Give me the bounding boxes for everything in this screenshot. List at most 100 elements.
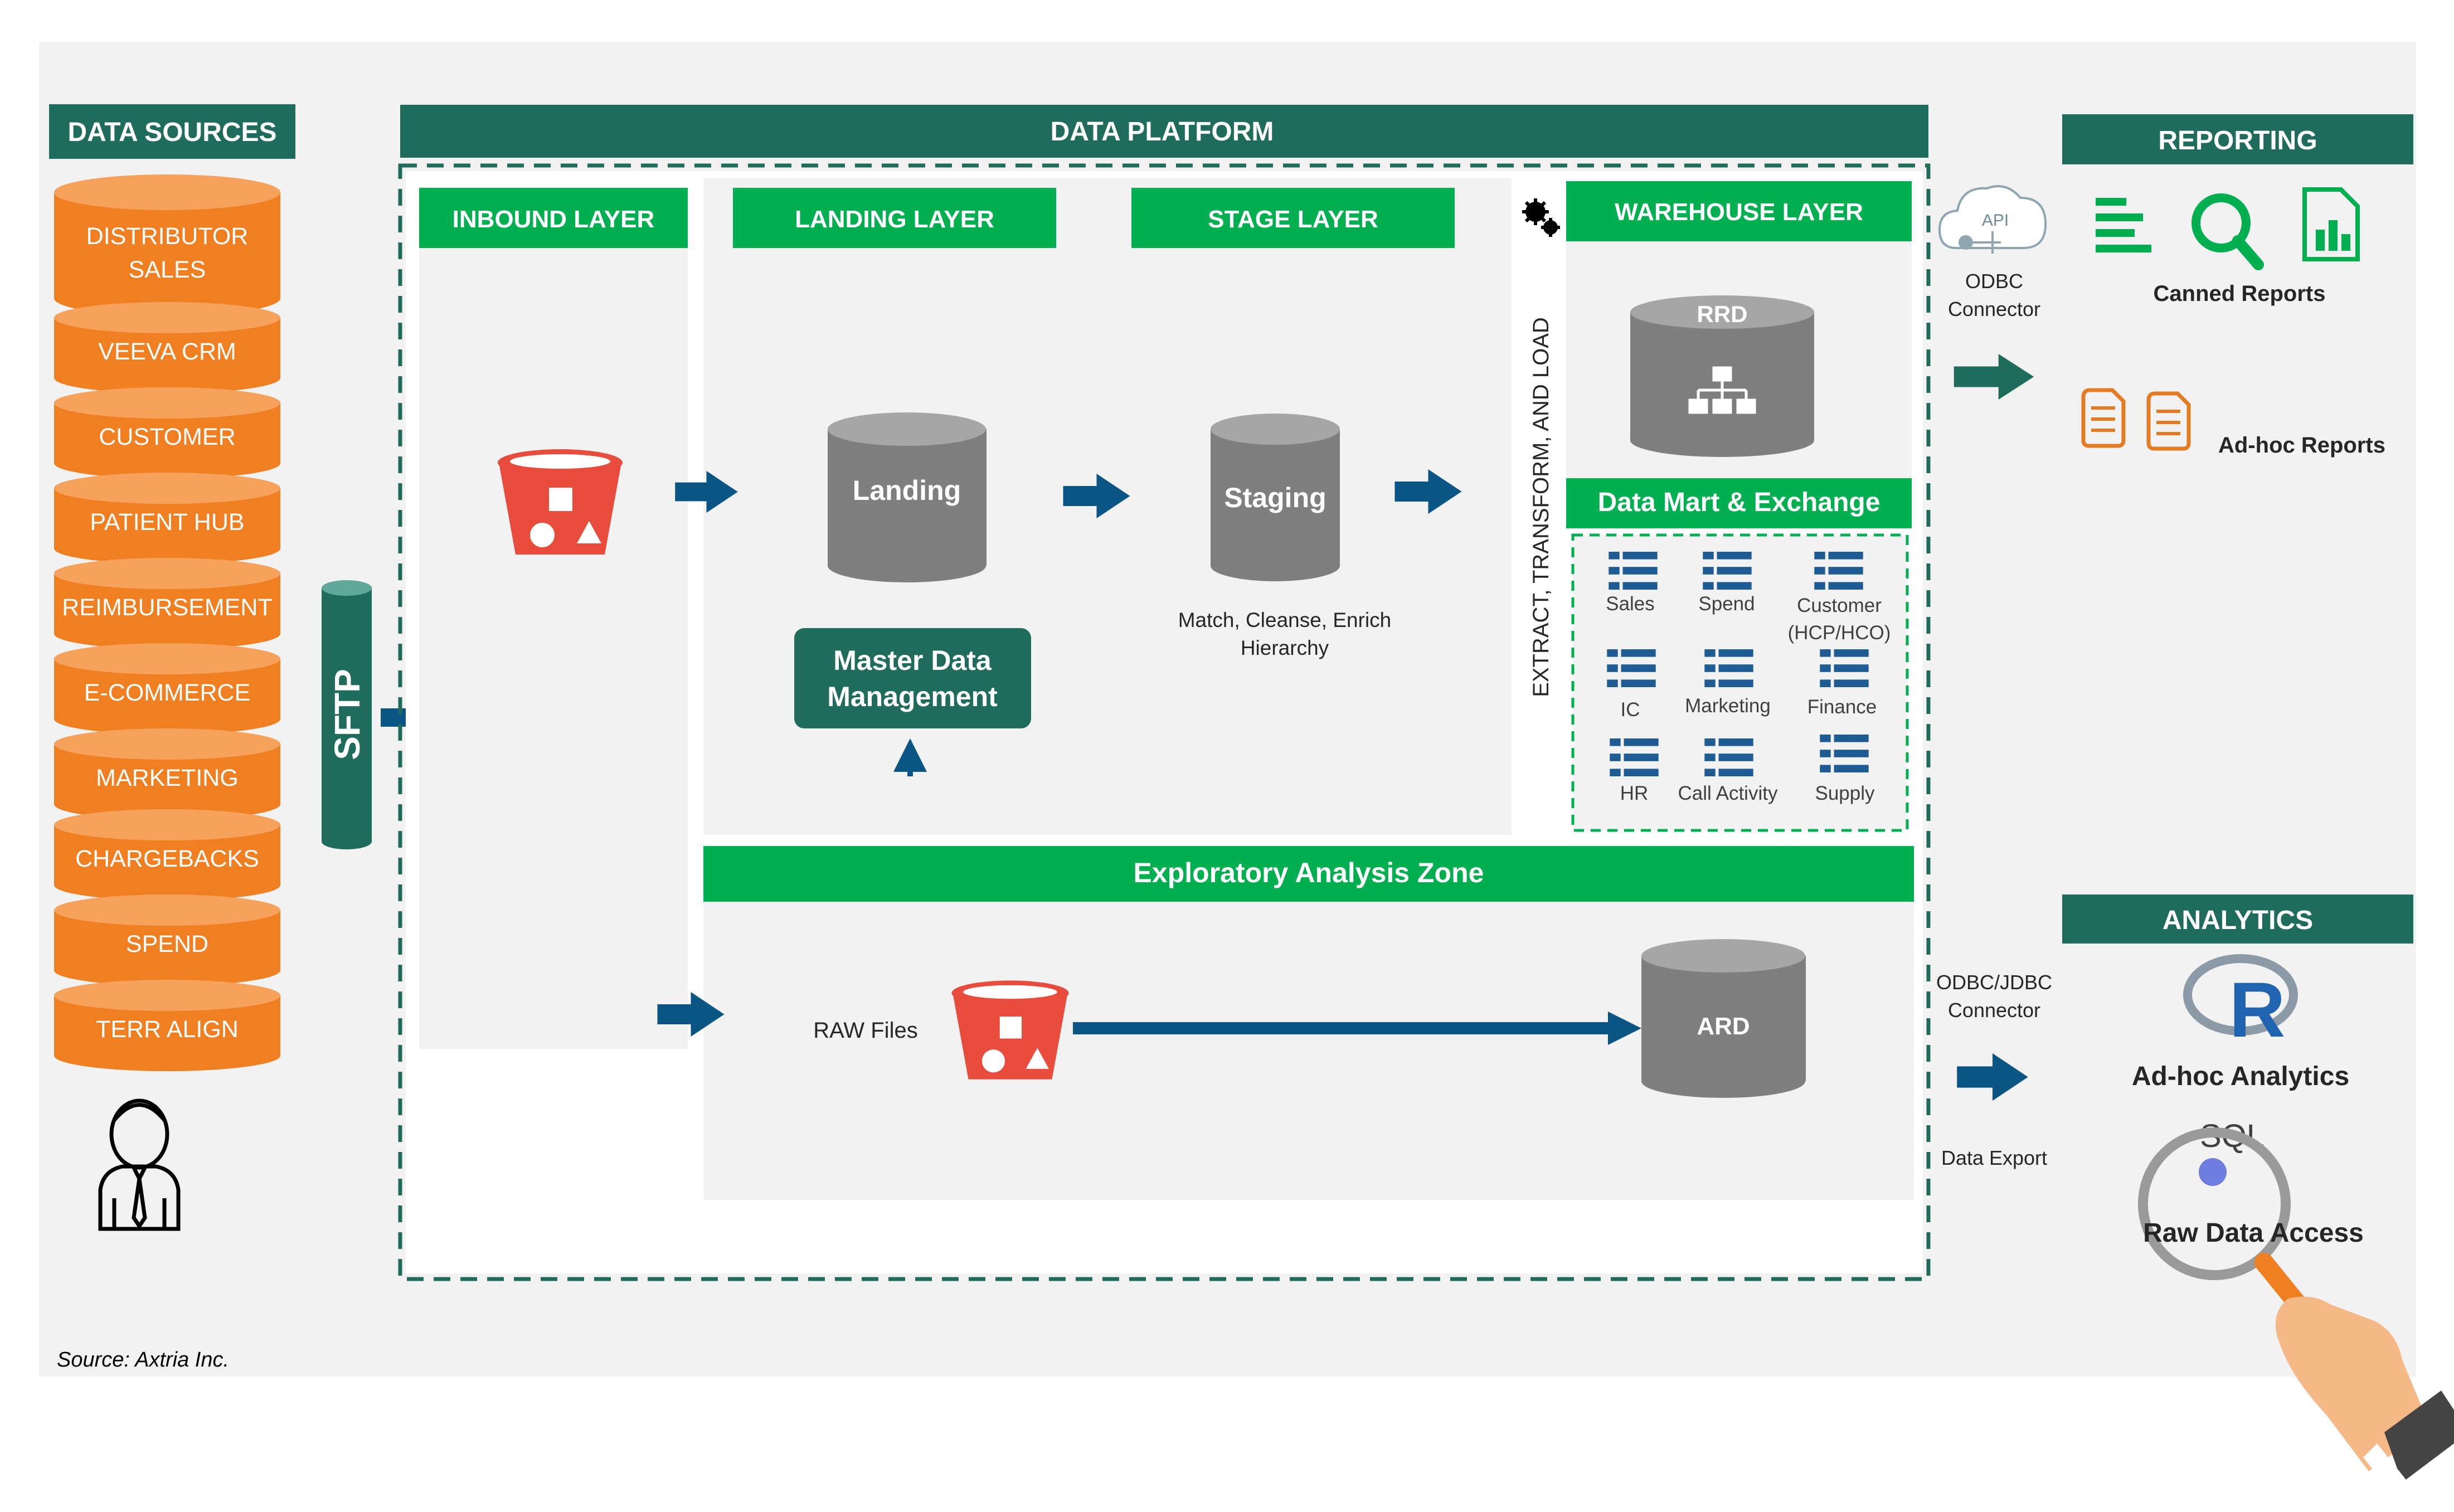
source-label: CHARGEBACKS [75, 845, 259, 872]
stage-layer-header [1131, 188, 1455, 248]
landing-label: Landing [853, 475, 961, 506]
staging-cylinder: Staging [1211, 414, 1340, 581]
stage-caption-line2: Hierarchy [1241, 636, 1329, 659]
ic-grid-icon [1607, 649, 1656, 687]
staging-label: Staging [1224, 482, 1326, 513]
ard-label: ARD [1697, 1013, 1750, 1040]
inbound-layer-title: INBOUND LAYER [453, 206, 655, 233]
source-veeva-crm: VEEVA CRM [54, 302, 280, 393]
report-document-icon-1 [2081, 388, 2126, 448]
source-note: Source: Axtria Inc. [57, 1348, 229, 1372]
svg-text:R: R [2229, 966, 2285, 1053]
source-label: MARKETING [96, 765, 239, 791]
sftp-label: SFTP [327, 669, 367, 760]
reporting-title: REPORTING [2158, 126, 2317, 155]
api-cloud-icon: API [1938, 185, 2047, 254]
datamart-item-finance: Finance [1807, 696, 1877, 718]
customer-grid-icon [1814, 552, 1863, 590]
etl-strip [1512, 178, 1562, 835]
landing-cylinder: Landing [828, 412, 987, 582]
landing-layer-header [733, 188, 1056, 248]
source-distributor-sales: DISTRIBUTOR SALES [54, 174, 280, 316]
bar-chart-document-icon [2302, 187, 2360, 261]
datamart-item-call-activity: Call Activity [1678, 782, 1778, 804]
landing-layer-title: LANDING LAYER [795, 206, 994, 233]
search-icon [2191, 193, 2264, 270]
source-label: CUSTOMER [99, 424, 235, 450]
data-sources-header [49, 104, 295, 159]
source-label: DISTRIBUTOR [86, 223, 249, 250]
source-label: PATIENT HUB [90, 509, 244, 536]
data-platform-boundary [398, 163, 1931, 1281]
warehouse-layer-header [1566, 181, 1912, 241]
adhoc-reports-label: Ad-hoc Reports [2218, 433, 2385, 458]
source-reimbursement: REIMBURSEMENT [54, 558, 280, 649]
data-mart-header [1566, 478, 1912, 528]
odbc-jdbc-label-line2: Connector [1948, 999, 2040, 1022]
sftp-pillar: SFTP [322, 580, 372, 849]
data-mart-title: Data Mart & Exchange [1598, 488, 1880, 517]
mdm-label-line2: Management [827, 681, 998, 712]
data-export-label: Data Export [1941, 1146, 2047, 1169]
raw-files-label: RAW Files [813, 1018, 917, 1043]
r-logo-icon: R [2183, 954, 2298, 1053]
finance-grid-icon [1820, 649, 1869, 687]
warehouse-layer-title: WAREHOUSE LAYER [1615, 198, 1863, 226]
analytics-title: ANALYTICS [2163, 906, 2313, 935]
hr-grid-icon [1610, 738, 1659, 776]
report-document-icon-2 [2146, 391, 2191, 451]
source-e-commerce: E-COMMERCE [54, 643, 280, 735]
source-spend: SPEND [54, 894, 280, 986]
call-activity-grid-icon [1704, 738, 1753, 776]
hierarchy-icon [1688, 366, 1756, 414]
datamart-item-hr: HR [1620, 782, 1649, 804]
ard-cylinder: ARD [1641, 939, 1806, 1098]
source-label: E-COMMERCE [84, 679, 251, 706]
datamart-item-sales: Sales [1606, 593, 1655, 615]
data-platform-header [400, 105, 1928, 158]
hand-holding-magnifier-icon [2254, 1253, 2454, 1499]
source-chargebacks: CHARGEBACKS [54, 809, 280, 901]
datamart-item-ic: IC [1621, 699, 1640, 721]
odbc-label-line1: ODBC [1965, 270, 2023, 293]
etl-label: EXTRACT, TRANSFORM, AND LOAD [1529, 317, 1553, 697]
raw-data-access-label: Raw Data Access [2143, 1218, 2364, 1248]
adhoc-analytics-label: Ad-hoc Analytics [2132, 1062, 2349, 1091]
rrd-label: RRD [1697, 301, 1748, 327]
supply-grid-icon [1820, 735, 1869, 772]
odbc-label-line2: Connector [1948, 298, 2040, 320]
arrow-raw-to-ard-head [1608, 1012, 1641, 1045]
source-label: SPEND [126, 931, 208, 957]
inbound-layer-header [419, 188, 688, 248]
analytics-header [2062, 894, 2413, 944]
stage-layer-title: STAGE LAYER [1208, 206, 1378, 233]
datamart-item-spend: Spend [1698, 593, 1755, 615]
master-data-management-box [794, 628, 1031, 728]
sql-magnifier-icon: SQL [2138, 1118, 2291, 1280]
inbound-bucket-icon [498, 449, 623, 555]
api-label: API [1982, 211, 2009, 230]
source-label: SALES [129, 256, 206, 283]
datamart-item-customer-line1: Customer [1797, 595, 1882, 616]
source-marketing: MARKETING [54, 728, 280, 820]
mdm-label-line1: Master Data [833, 645, 992, 676]
footer-strip [39, 1343, 2416, 1377]
gears-icon [1522, 198, 1560, 237]
raw-files-bucket-icon [951, 980, 1069, 1080]
business-person-icon [98, 1098, 181, 1231]
canned-reports-label: Canned Reports [2154, 281, 2326, 306]
rrd-cylinder: RRD [1630, 295, 1814, 457]
datamart-item-marketing: Marketing [1685, 695, 1771, 717]
datamart-item-supply: Supply [1815, 782, 1875, 804]
stage-caption-line1: Match, Cleanse, Enrich [1178, 609, 1392, 631]
odbc-jdbc-label-line1: ODBC/JDBC [1936, 971, 2052, 994]
source-label: VEEVA CRM [98, 338, 236, 365]
reporting-header [2062, 114, 2413, 164]
marketing-grid-icon [1704, 649, 1753, 687]
data-platform-title: DATA PLATFORM [1051, 117, 1274, 147]
data-sources-title: DATA SOURCES [67, 118, 276, 147]
datamart-item-customer-line2: (HCP/HCO) [1788, 622, 1891, 644]
source-patient-hub: PATIENT HUB [54, 473, 280, 564]
inbound-layer-panel [419, 188, 688, 1049]
